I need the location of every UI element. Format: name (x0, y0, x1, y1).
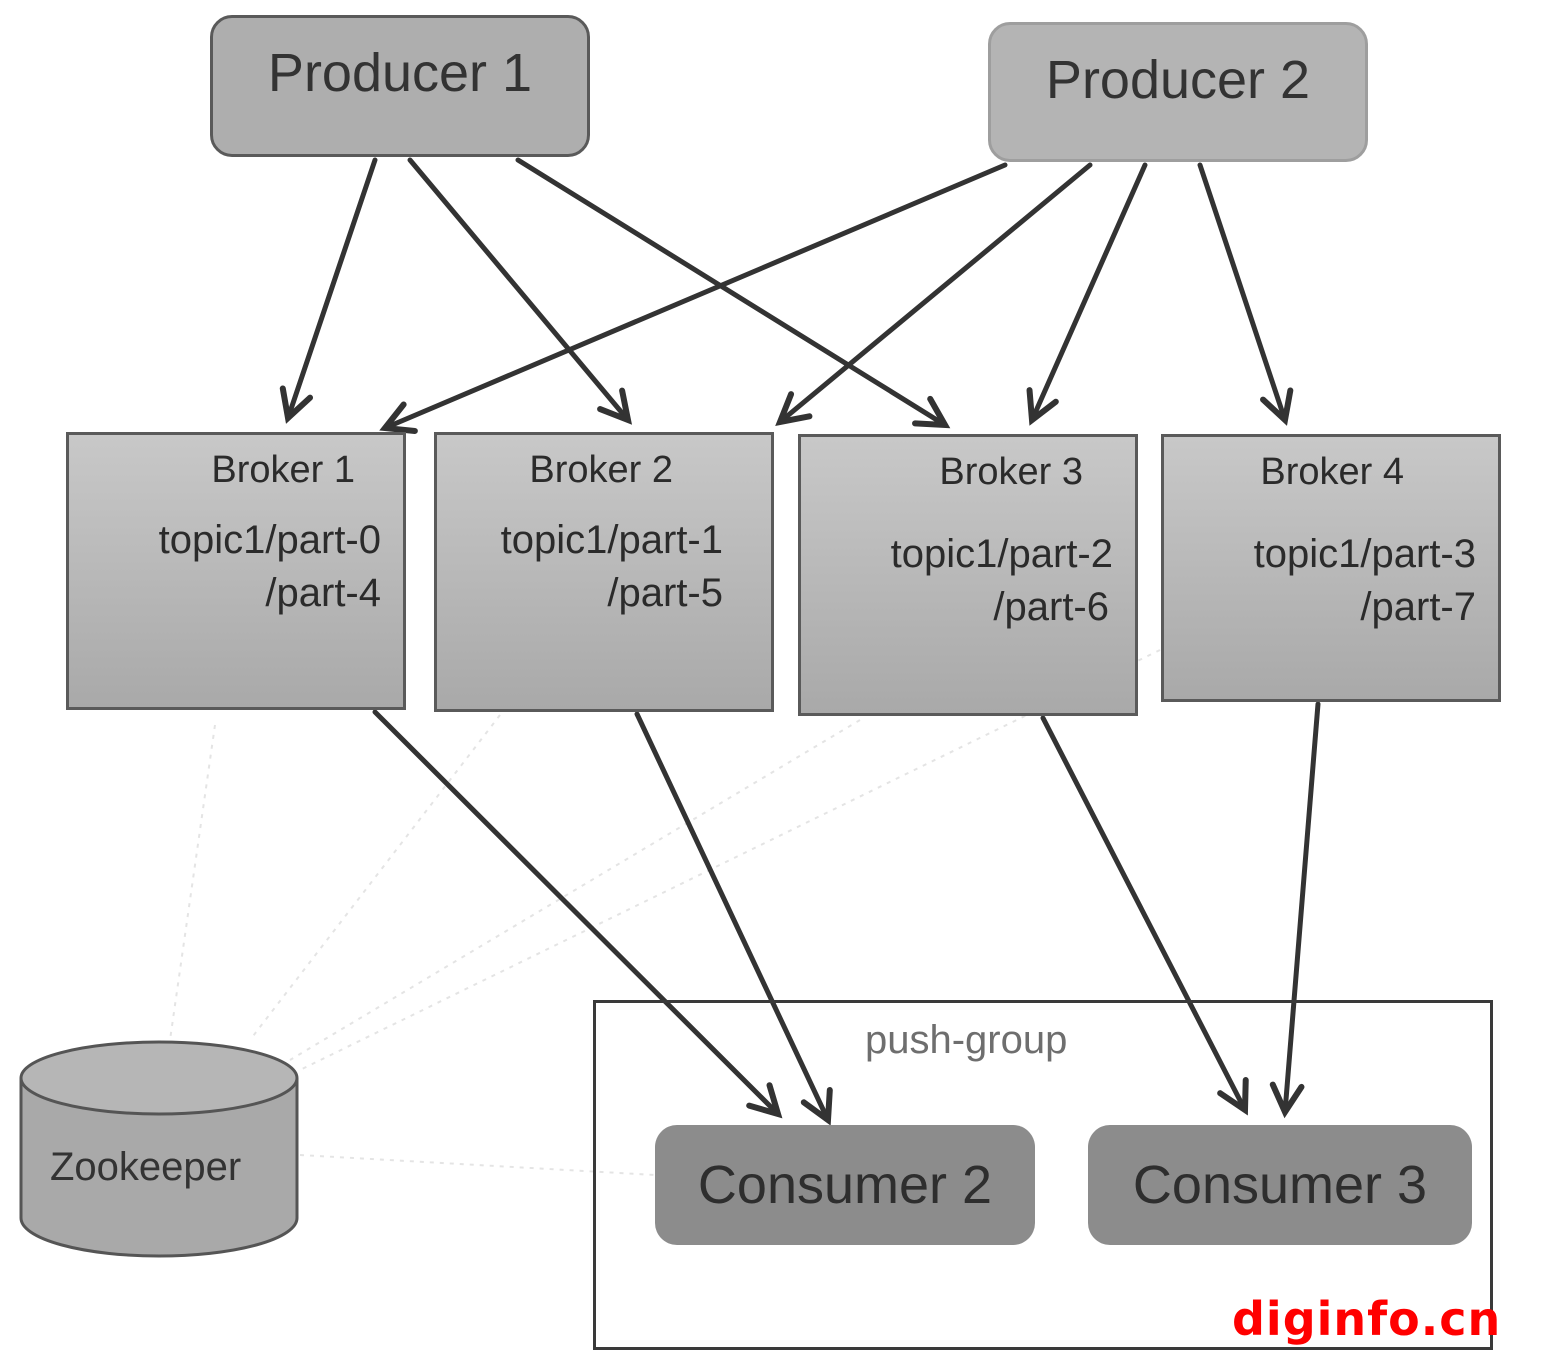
zookeeper-links (169, 649, 1161, 1176)
edge-producer-2-to-broker-2 (775, 162, 1093, 426)
edge-broker-1-to-consumer-2 (372, 709, 783, 1119)
producer-2-label: Producer 2 (1045, 50, 1311, 110)
edge-broker-3-to-consumer-3 (1040, 715, 1249, 1116)
broker-3-partition-line-1: topic1/part-2 (890, 532, 1113, 576)
edge-producer-2-to-broker-4 (1197, 162, 1294, 426)
arrowhead-icon (597, 387, 633, 425)
edge-line (1197, 162, 1288, 423)
consumer-2-node[interactable]: Consumer 2 (655, 1125, 1035, 1245)
arrowhead-icon (379, 401, 418, 434)
broker-2-title: Broker 2 (529, 449, 673, 491)
edge-line (372, 709, 781, 1117)
edge-line (407, 157, 631, 423)
broker-1-partition-line-1: topic1/part-0 (158, 518, 381, 562)
edge-line (1029, 162, 1148, 423)
arrowhead-icon (1269, 1081, 1305, 1119)
broker-1-node[interactable]: Broker 1 topic1/part-0 /part-4 (66, 432, 406, 710)
broker-4-node[interactable]: Broker 4 topic1/part-3 /part-7 (1161, 434, 1501, 702)
broker-4-partitions: topic1/part-3 /part-7 (1164, 528, 1476, 634)
arrowhead-icon (775, 391, 813, 426)
arrowhead-icon (800, 1087, 833, 1126)
arrowhead-icon (912, 395, 951, 429)
broker-1-partition-line-2: /part-4 (265, 571, 381, 615)
zk-link-broker-3 (289, 719, 861, 1061)
edge-line (285, 157, 378, 421)
edge-producer-2-to-broker-3 (1026, 162, 1148, 426)
arrowhead-icon (1260, 387, 1294, 426)
broker-3-partitions: topic1/part-2 /part-6 (801, 528, 1113, 634)
edge-broker-4-to-consumer-3 (1269, 701, 1321, 1119)
broker-4-partition-line-1: topic1/part-3 (1253, 532, 1476, 576)
watermark: diginfo.cn (1232, 1292, 1502, 1346)
broker-3-node[interactable]: Broker 3 topic1/part-2 /part-6 (798, 434, 1138, 716)
edge-line (777, 162, 1093, 425)
edge-line (1040, 715, 1248, 1113)
producer-1-label: Producer 1 (267, 43, 533, 103)
producer-1-node[interactable]: Producer 1 (210, 15, 590, 157)
broker-2-partition-line-1: topic1/part-1 (500, 518, 723, 562)
consumer-3-node[interactable]: Consumer 3 (1088, 1125, 1472, 1245)
broker-1-title: Broker 1 (211, 449, 355, 491)
edge-producer-1-to-broker-1 (279, 157, 378, 424)
broker-3-partition-line-2: /part-6 (993, 585, 1109, 629)
broker-4-partition-line-2: /part-7 (1360, 585, 1476, 629)
consumer-3-label: Consumer 3 (1132, 1155, 1428, 1215)
producer-2-node[interactable]: Producer 2 (988, 22, 1368, 162)
broker-4-title: Broker 4 (1260, 451, 1404, 493)
consumer-group-box (593, 1000, 1493, 1350)
zk-link-broker-1 (169, 724, 216, 1041)
edge-line (1282, 701, 1321, 1115)
edge-line (515, 157, 948, 428)
zk-link-broker-2 (249, 714, 501, 1041)
broker-2-node[interactable]: Broker 2 topic1/part-1 /part-5 (434, 432, 774, 712)
arrowhead-icon (1217, 1077, 1249, 1116)
edge-producer-1-to-broker-2 (407, 157, 633, 425)
consumer-group-label: push-group (865, 1018, 1068, 1062)
broker-2-partitions: topic1/part-1 /part-5 (437, 514, 749, 620)
zookeeper-cylinder-icon[interactable] (18, 1038, 308, 1263)
edge-producer-2-to-broker-1 (379, 162, 1008, 434)
edge-line (382, 162, 1008, 431)
edge-line (634, 711, 831, 1123)
broker-1-partitions: topic1/part-0 /part-4 (69, 514, 381, 620)
edge-producer-1-to-broker-3 (515, 157, 951, 429)
consumer-2-label: Consumer 2 (697, 1155, 993, 1215)
broker-3-title: Broker 3 (939, 451, 1083, 493)
zookeeper-label: Zookeeper (50, 1145, 242, 1189)
arrowhead-icon (279, 385, 314, 424)
broker-2-partition-line-2: /part-5 (607, 571, 723, 615)
edge-broker-2-to-consumer-2 (634, 711, 833, 1126)
arrowhead-icon (746, 1082, 783, 1119)
arrowhead-icon (1026, 387, 1059, 426)
